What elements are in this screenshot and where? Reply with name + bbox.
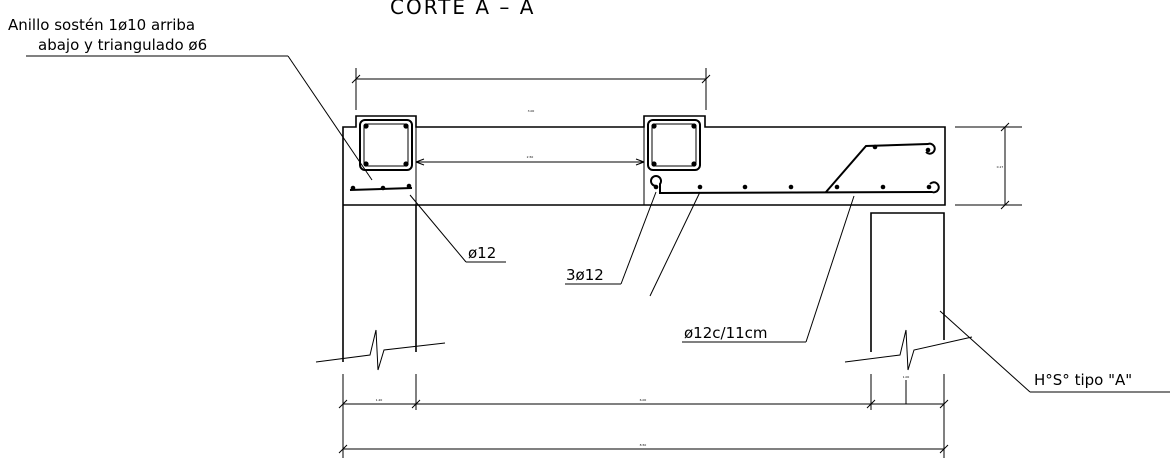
dim-top-span-text: 3.00: [528, 109, 535, 113]
dimension-top-span: 3.00: [351, 68, 711, 113]
phi12-spacing-callout: ø12c/11cm: [684, 324, 768, 342]
three-phi12-callout: 3ø12: [566, 266, 604, 284]
slab-bottom-bar: [650, 175, 940, 195]
left-ring-stirrup: [359, 119, 413, 171]
right-ring-stirrup: [647, 119, 701, 171]
three-phi12-leader: [565, 191, 701, 297]
phi12-spacing-leader: [682, 195, 855, 343]
dimension-inner-span: 2.50: [415, 155, 645, 166]
dim-total-span-text: 8.50: [640, 443, 647, 447]
concrete-leader: [939, 310, 1170, 393]
dim-inner-span-text: 2.50: [527, 155, 534, 159]
dim-right-wall-text: 1.00: [903, 375, 910, 379]
concrete-callout: H°S° tipo "A": [1034, 371, 1132, 389]
ring-leader: [26, 55, 373, 181]
dim-left-wall-text: 1.20: [376, 398, 383, 402]
ring-callout-line2: abajo y triangulado ø6: [38, 36, 207, 54]
ring-callout-line1: Anillo sostén 1ø10 arriba: [8, 16, 195, 34]
break-line-left: [315, 329, 446, 371]
dim-clear-span-text: 6.00: [640, 398, 647, 402]
break-line-right: [844, 329, 973, 371]
concrete-outline: [342, 115, 946, 362]
phi12-leader: [409, 194, 506, 263]
dimension-wall-chain: 1.20 6.00 1.00: [338, 374, 949, 458]
dimension-total-span: 8.50: [338, 443, 949, 454]
drawing-title: CORTE A – A: [390, 0, 535, 19]
slab-bent-bar: [825, 142, 936, 193]
left-bottom-bar: [349, 183, 413, 191]
dim-slab-thickness-text: 0.17: [997, 165, 1004, 169]
phi12-callout: ø12: [468, 244, 496, 262]
dimension-slab-thickness: 0.17: [955, 122, 1022, 210]
